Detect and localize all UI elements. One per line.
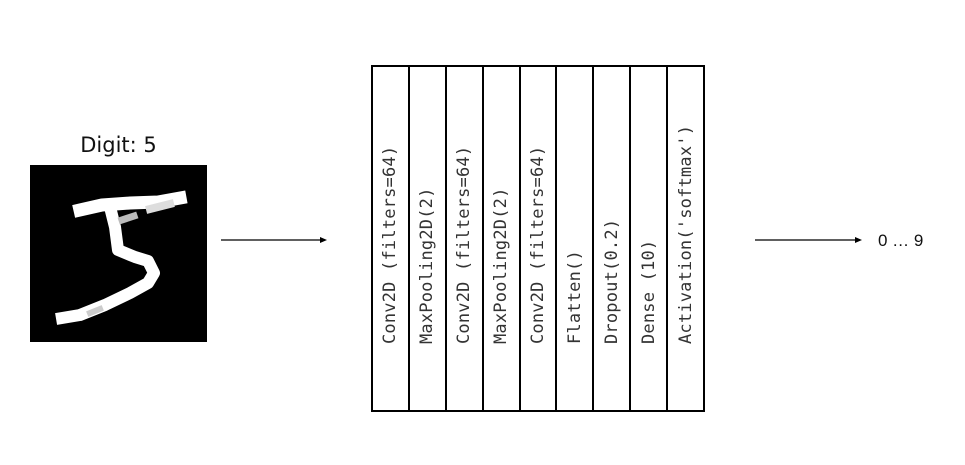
digit-title: Digit: 5: [80, 133, 157, 157]
layer-label: Conv2D (filters=64): [454, 145, 475, 344]
layer-label: Conv2D (filters=64): [528, 145, 548, 344]
output-label: 0 … 9: [878, 231, 924, 250]
input-arrow: [221, 237, 327, 243]
layer-activation: Activation('softmax'): [668, 67, 703, 410]
layer-label: Activation('softmax'): [675, 124, 696, 344]
layer-dense: Dense (10): [631, 67, 669, 410]
digit-five-glyph: [55, 190, 188, 325]
digit-image: [30, 165, 207, 342]
layer-conv2d-2: Conv2D (filters=64): [447, 67, 484, 410]
layer-label: MaxPooling2D(2): [417, 187, 438, 344]
layer-label: Dense (10): [638, 239, 659, 344]
layer-label: Dropout(0.2): [601, 218, 622, 344]
layer-dropout: Dropout(0.2): [594, 67, 632, 410]
layer-label: Conv2D (filters=64): [380, 145, 401, 344]
layer-label: Flatten(): [564, 250, 585, 344]
layer-flatten: Flatten(): [557, 67, 595, 410]
layer-maxpooling2d-1: MaxPooling2D(2): [410, 67, 447, 410]
output-arrow: [755, 237, 862, 243]
layer-stack: Conv2D (filters=64) MaxPooling2D(2) Conv…: [371, 65, 705, 412]
layer-conv2d-1: Conv2D (filters=64): [373, 67, 410, 410]
layer-label: MaxPooling2D(2): [491, 187, 512, 344]
layer-conv2d-3: Conv2D (filters=64): [521, 67, 558, 410]
layer-maxpooling2d-2: MaxPooling2D(2): [484, 67, 521, 410]
